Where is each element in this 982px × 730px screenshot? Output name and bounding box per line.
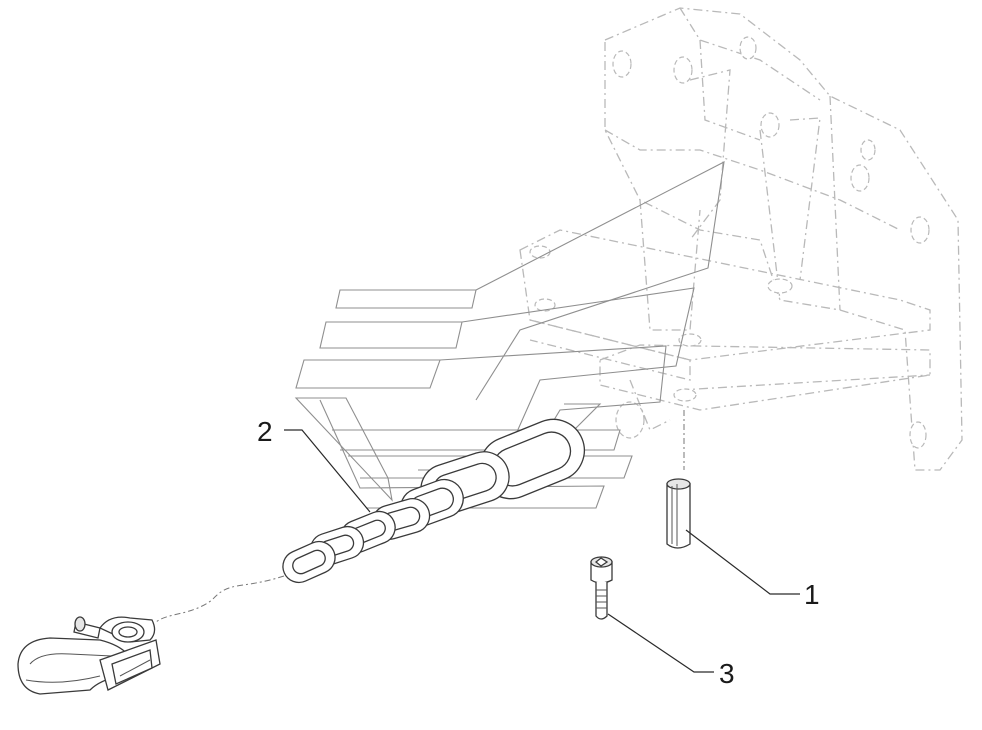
socket-head-bolt-part-3 [590,556,613,620]
mounting-bracket-ghost [519,7,963,471]
hook-assembly [17,616,161,695]
callout-leaders [284,429,800,673]
callout-2: 2 [257,416,273,447]
callout-1: 1 [804,579,820,610]
leader-3 [607,613,714,673]
leader-2 [284,429,371,513]
callout-labels: 1 2 3 [257,416,820,689]
spring-pin-part-1 [666,478,691,549]
leader-1 [685,529,800,595]
chain-part-2 [155,418,585,623]
callout-3: 3 [719,658,735,689]
